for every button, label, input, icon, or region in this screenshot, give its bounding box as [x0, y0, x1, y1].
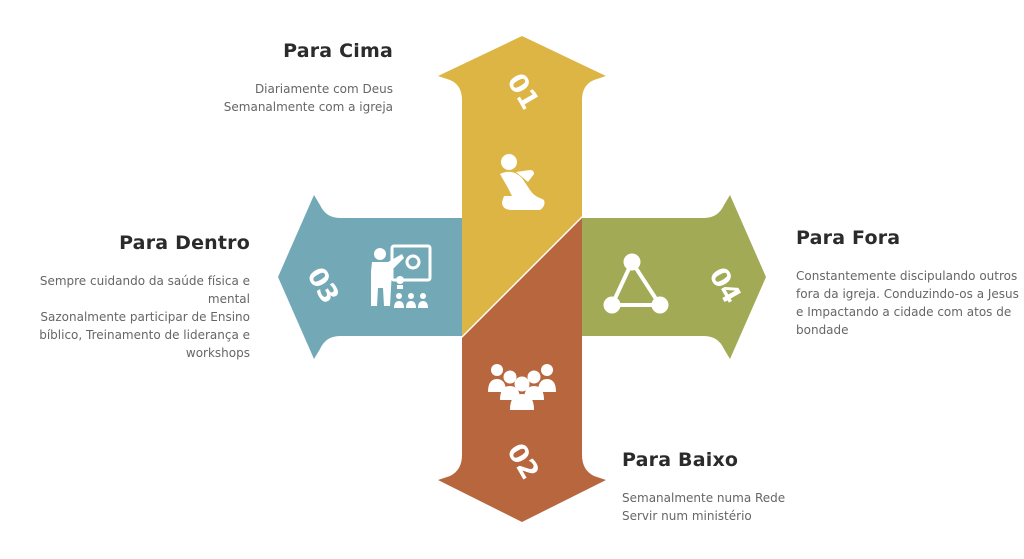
section-inward-title: Para Dentro	[119, 232, 250, 254]
arrow-down	[438, 218, 606, 522]
section-down-title: Para Baixo	[622, 449, 739, 471]
network-triangle-icon	[603, 253, 669, 314]
section-up: Para Cima Diariamente com Deus Semanalme…	[113, 40, 393, 116]
section-outward-line: bondade	[796, 323, 849, 337]
section-inward-line: Sazonalmente participar de Ensino	[40, 310, 250, 324]
section-up-line: Diariamente com Deus	[254, 82, 393, 96]
section-down-line: Servir num ministério	[622, 509, 752, 523]
section-inward: Para Dentro Sempre cuidando da saúde fís…	[0, 232, 250, 362]
section-down: Para Baixo Semanalmente numa Rede Servir…	[622, 449, 882, 525]
section-up-title: Para Cima	[283, 40, 393, 62]
section-inward-line: workshops	[185, 346, 250, 360]
section-inward-line: bíblico, Treinamento de liderança e	[39, 328, 250, 342]
group-people-icon	[488, 364, 556, 410]
section-outward-line: fora da igreja. Conduzindo-os a Jesus	[796, 287, 1019, 301]
section-inward-line: Sempre cuidando da saúde física e mental	[39, 274, 250, 306]
section-outward: Para Fora Constantemente discipulando ou…	[796, 227, 1020, 339]
teacher-presentation-icon	[371, 244, 432, 308]
kneeling-prayer-icon	[500, 154, 545, 210]
section-down-line: Semanalmente numa Rede	[622, 491, 786, 505]
arrow-inward	[278, 195, 462, 359]
section-up-line: Semanalmente com a igreja	[223, 100, 393, 114]
section-outward-title: Para Fora	[796, 227, 901, 249]
section-outward-line: Constantemente discipulando outros	[796, 269, 1018, 283]
section-outward-line: e Impactando a cidade com atos de	[796, 305, 1012, 319]
arrow-outward	[582, 195, 766, 359]
